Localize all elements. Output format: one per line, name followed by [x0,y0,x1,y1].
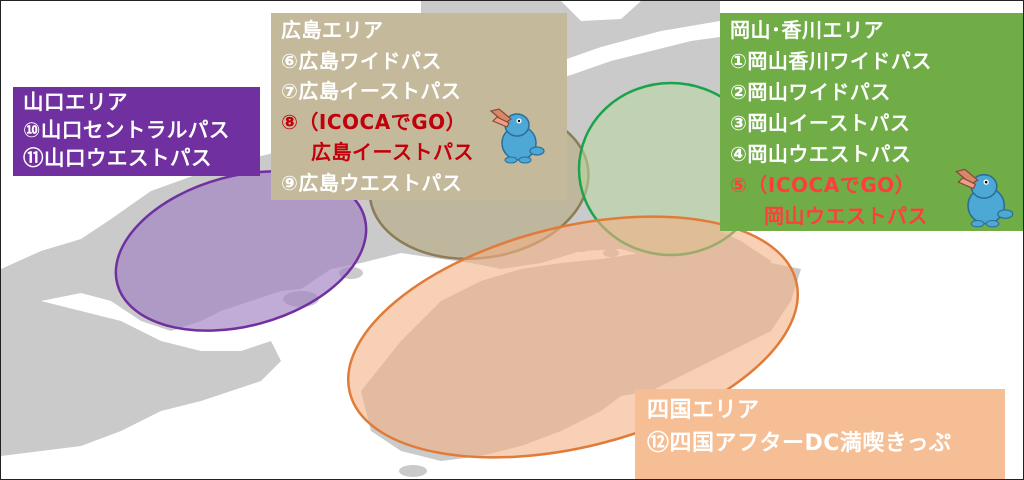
yamaguchi-pass-item: ⑪山口ウエストパス [23,146,212,170]
yamaguchi-area-ellipse [114,170,368,332]
okayama-icoca-pass-line2: 岡山ウエストパス [764,204,928,228]
hiroshima-pass-item: ⑨広島ウエストパス [281,170,463,195]
yamaguchi-area-title: 山口エリア [23,90,128,114]
kyushu-landmass [1,301,281,456]
hiroshima-icoca-pass-line2: 広島イーストパス [311,140,474,164]
hiroshima-area-box: 広島エリア ⑥広島ワイドパス ⑦広島イーストパス ⑧（ICOCAでGO） 広島イ… [271,13,567,200]
okayama-icoca-pass-line1: ⑤（ICOCAでGO） [730,173,916,197]
hiroshima-icoca-pass-line1: ⑧（ICOCAでGO） [281,109,467,134]
hiroshima-pass-item: ⑥広島ワイドパス [281,48,442,73]
shikoku-area-title: 四国エリア [647,398,760,423]
hiroshima-area-title: 広島エリア [281,18,384,42]
icoca-mascot-icon [954,168,1014,228]
okayama-pass-item: ②岡山ワイドパス [730,80,891,104]
icoca-mascot-icon [489,108,545,164]
shikoku-area-box: 四国エリア ⑫四国アフターDC満喫きっぷ [635,389,1005,479]
okayama-pass-item: ④岡山ウエストパス [730,142,912,166]
okayama-area-title: 岡山･香川エリア [730,18,884,42]
okayama-pass-item: ③岡山イーストパス [730,111,911,135]
yamaguchi-pass-item: ⑩山口セントラルパス [23,118,230,142]
okayama-pass-item: ①岡山香川ワイドパス [730,49,932,73]
yamaguchi-area-box: 山口エリア ⑩山口セントラルパス ⑪山口ウエストパス [13,87,260,176]
hiroshima-pass-item: ⑦広島イーストパス [281,79,462,103]
shikoku-pass-item: ⑫四国アフターDC満喫きっぷ [647,431,952,456]
